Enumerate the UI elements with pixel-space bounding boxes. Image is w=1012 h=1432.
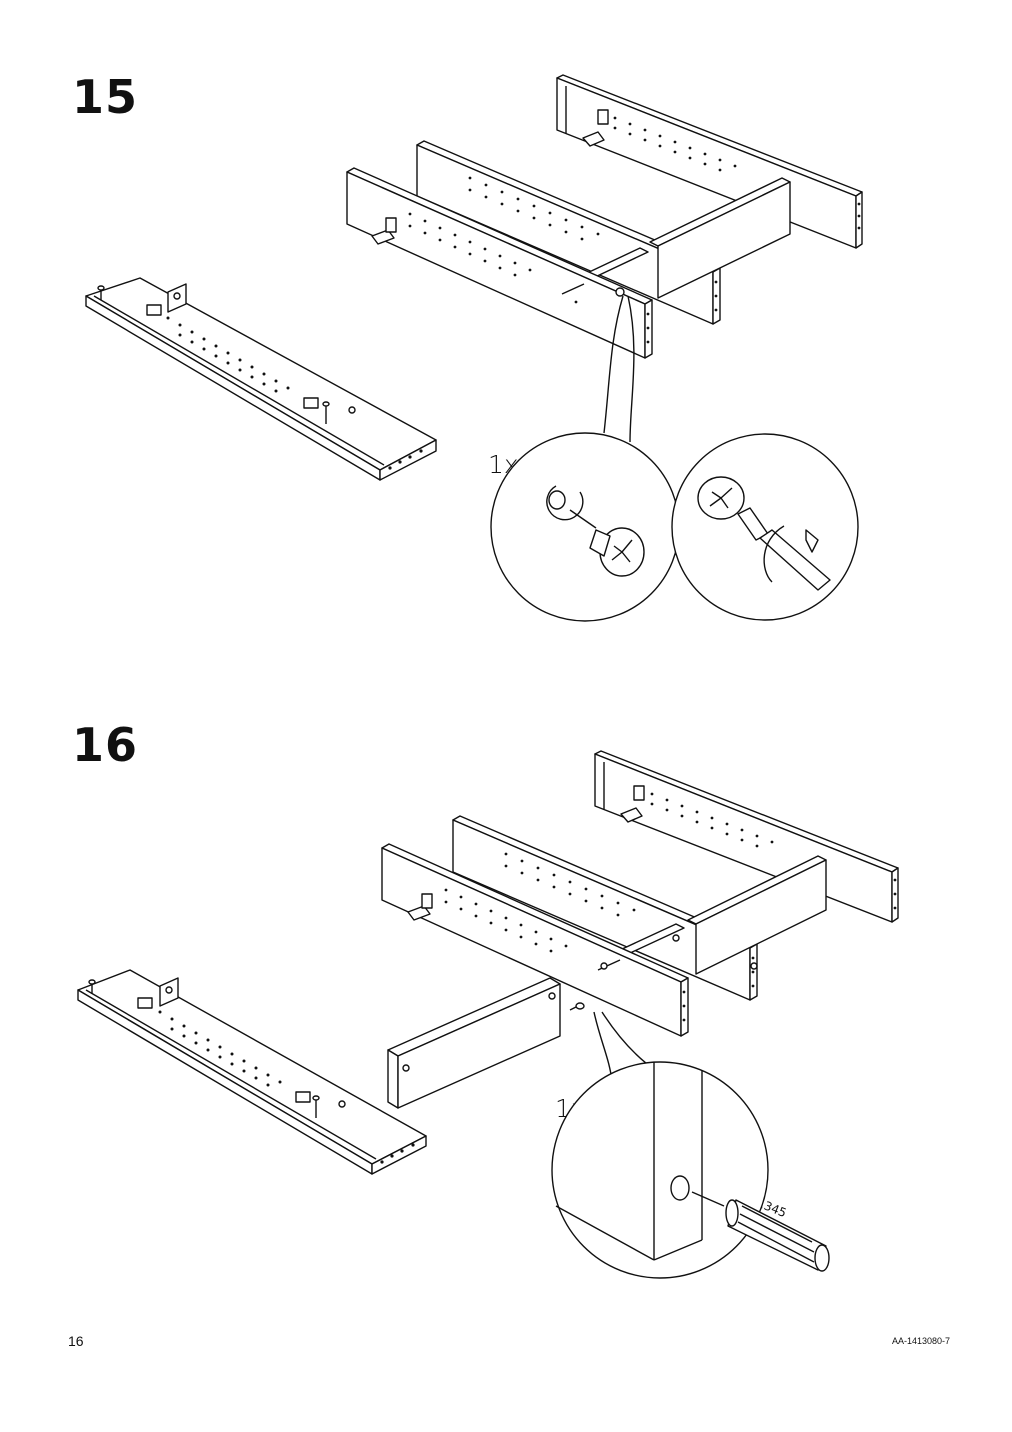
step-15-illustration bbox=[85, 74, 863, 622]
document-id: AA-1413080-7 bbox=[891, 1336, 950, 1346]
step-15-loose-rail bbox=[85, 277, 437, 481]
step-16-front-rail bbox=[381, 843, 689, 1037]
step-15-detail-cam-lock bbox=[490, 432, 680, 622]
step-16-end-panel bbox=[387, 977, 585, 1109]
step-16-loose-rail bbox=[77, 969, 427, 1175]
step-16-crossbars bbox=[619, 855, 827, 975]
page-number: 16 bbox=[68, 1333, 84, 1349]
step-15-number: 15 bbox=[72, 70, 139, 124]
step-16-detail-dowel bbox=[551, 1061, 830, 1279]
step-16-number: 16 bbox=[72, 718, 139, 772]
step-16-middle-rail bbox=[452, 815, 758, 1001]
step-16-illustration bbox=[77, 750, 899, 1279]
step-15-detail-screwdriver bbox=[671, 433, 859, 621]
step-15-crossbars bbox=[584, 177, 791, 299]
step-15-middle-rail bbox=[416, 140, 721, 325]
step-15-front-rail bbox=[346, 167, 653, 359]
